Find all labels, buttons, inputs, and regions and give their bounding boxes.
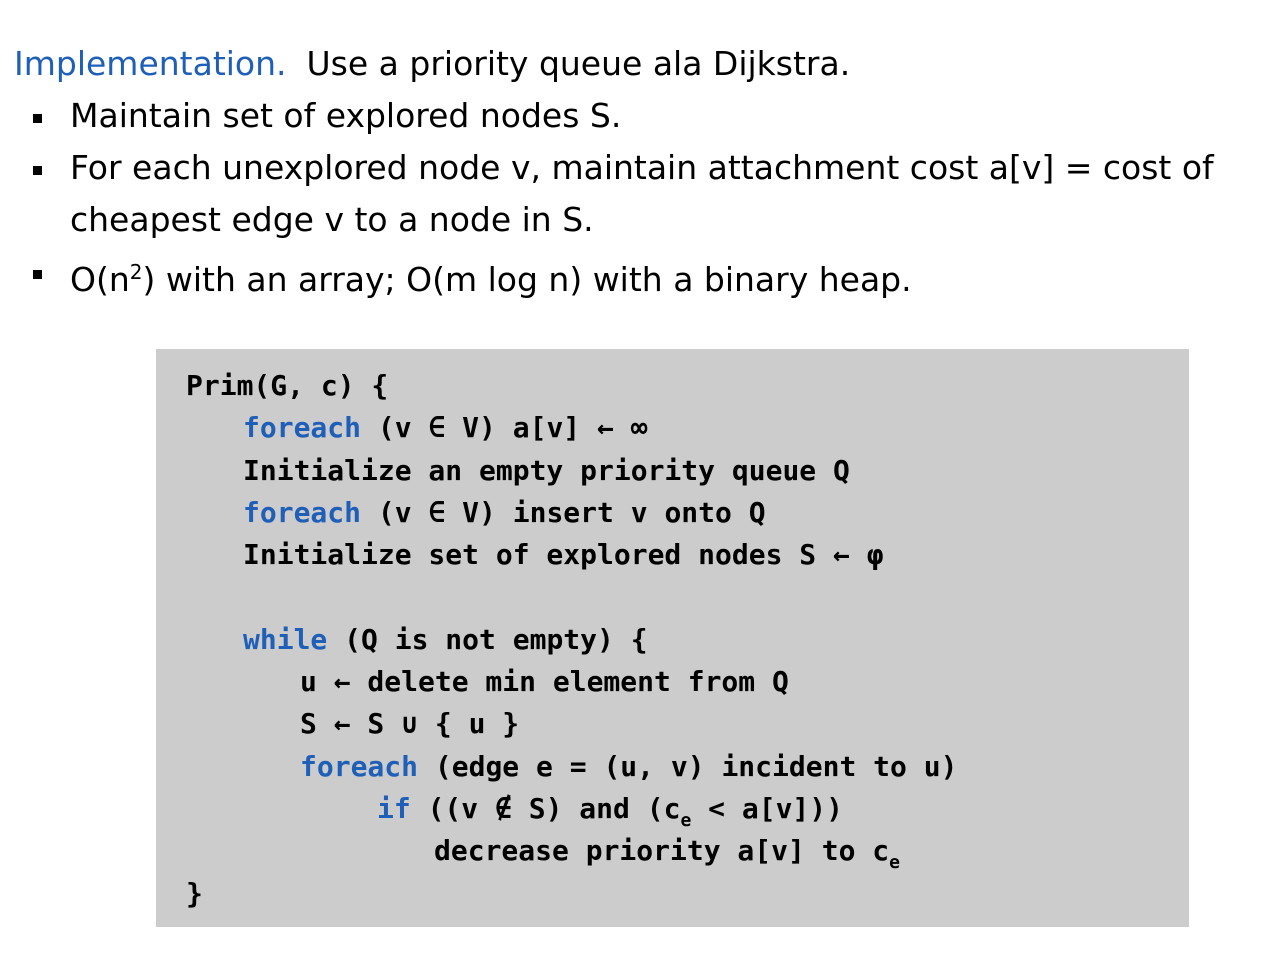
code-line: u ← delete min element from Q [300,665,789,699]
code-line: S ← S ∪ { u } [300,707,520,741]
subscript: e [680,809,692,831]
bullet-item: For each unexplored node v, maintain att… [14,142,1244,246]
code-keyword: while [243,622,328,656]
bullet-item: O(n2) with an array; O(m log n) with a b… [14,246,1244,306]
bullet-item: Maintain set of explored nodes S. [14,90,1244,142]
heading-text: Use a priority queue ala Dijkstra. [306,44,851,83]
code-blank-line [186,576,1189,618]
code-line: foreach (edge e = (u, v) incident to u) [300,749,958,783]
bullet-square-icon [33,114,42,123]
code-keyword: foreach [243,411,362,445]
code-keyword: if [377,791,411,825]
code-line: foreach (v ∈ V) a[v] ← ∞ [243,411,648,445]
heading-label: Implementation. [14,44,287,83]
bullet-list: Maintain set of explored nodes S. For ea… [14,90,1244,306]
bullet-square-icon [33,166,42,175]
heading-line: Implementation. Use a priority queue ala … [14,38,1244,90]
code-line: Prim(G, c) { [186,369,389,402]
code-line: if ((v ∉ S) and (ce < a[v])) [377,791,843,831]
code-line: foreach (v ∈ V) insert v onto Q [243,495,766,529]
code-keyword: foreach [300,749,419,783]
code-line: while (Q is not empty) { [243,622,648,656]
bullet-text: For each unexplored node v, maintain att… [70,148,1214,239]
code-block: Prim(G, c) { foreach (v ∈ V) a[v] ← ∞ In… [156,349,1189,927]
code-line: } [186,876,203,910]
code-line: Initialize set of explored nodes S ← φ [243,538,884,572]
bullet-square-icon [33,270,42,279]
code-keyword: foreach [243,495,362,529]
code-line: Initialize an empty priority queue Q [243,453,850,487]
bullet-text: Maintain set of explored nodes S. [70,96,622,135]
superscript: 2 [129,260,143,284]
code-line: decrease priority a[v] to ce [434,834,900,874]
bullet-text-before: O(n [70,260,130,299]
slide-text: Implementation. Use a priority queue ala … [14,38,1244,306]
bullet-text-after: ) with an array; O(m log n) with a binar… [142,260,912,299]
subscript: e [889,852,900,874]
